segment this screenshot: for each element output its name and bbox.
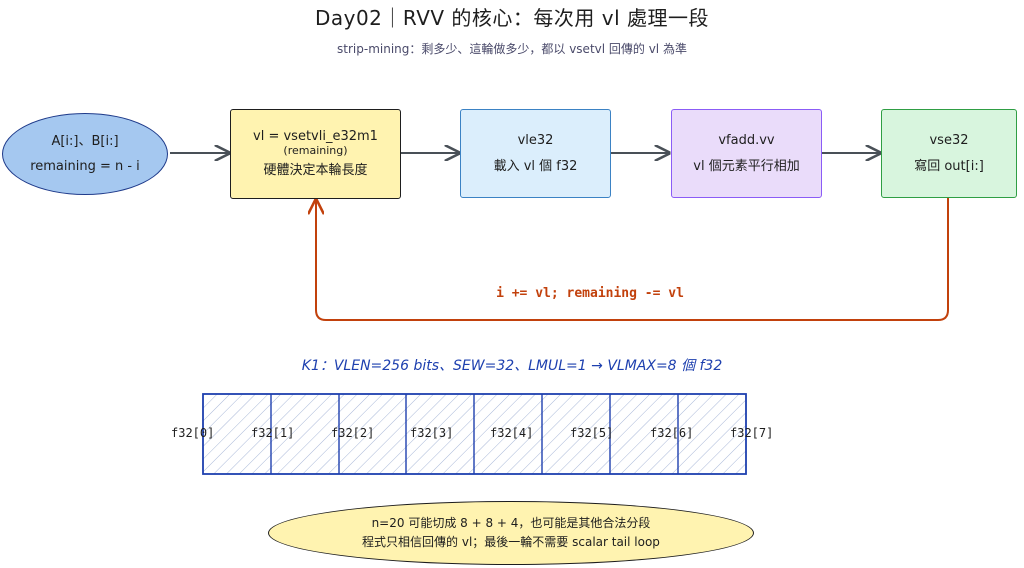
vsetvl-arg: (remaining): [283, 143, 348, 157]
lane-label: f32[0]: [171, 426, 215, 440]
note-line1: n=20 可能切成 8 + 8 + 4，也可能是其他合法分段: [371, 515, 651, 530]
lane-label: f32[5]: [570, 426, 614, 440]
vsetvl-desc: 硬體決定本輪長度: [263, 163, 368, 179]
vle32-box: vle32 載入 vl 個 f32: [460, 109, 611, 198]
note-ellipse: n=20 可能切成 8 + 8 + 4，也可能是其他合法分段 程式只相信回傳的 …: [268, 501, 754, 565]
loop-update-label: i += vl; remaining -= vl: [496, 286, 684, 301]
start-line2: remaining = n - i: [30, 159, 140, 174]
vfadd-op: vfadd.vv: [718, 132, 775, 148]
diagram-title: Day02｜RVV 的核心：每次用 vl 處理一段: [314, 6, 710, 30]
vfadd-desc: vl 個元素平行相加: [693, 158, 800, 174]
k1-config-label: K1：VLEN=256 bits、SEW=32、LMUL=1 → VLMAX=8…: [301, 358, 723, 374]
lane-label: f32[1]: [251, 426, 295, 440]
lane-label: f32[2]: [331, 426, 375, 440]
vsetvl-box: vl = vsetvli_e32m1 (remaining) 硬體決定本輪長度: [230, 109, 401, 199]
vfadd-box: vfadd.vv vl 個元素平行相加: [671, 109, 822, 198]
lane-label: f32[4]: [490, 426, 534, 440]
diagram-subtitle: strip-mining：剩多少、這輪做多少，都以 vsetvl 回傳的 vl …: [337, 42, 687, 56]
vse32-op: vse32: [929, 132, 969, 148]
lane-label: f32[3]: [410, 426, 454, 440]
vse32-desc: 寫回 out[i:]: [914, 158, 984, 174]
lane-label: f32[7]: [730, 426, 774, 440]
note-line2: 程式只相信回傳的 vl；最後一輪不需要 scalar tail loop: [362, 535, 660, 549]
start-ellipse: A[i:]、B[i:] remaining = n - i: [2, 113, 168, 195]
vsetvl-call: vl = vsetvli_e32m1: [253, 129, 378, 145]
loop-back-arrow: [316, 198, 949, 321]
start-line1: A[i:]、B[i:]: [51, 133, 119, 149]
vse32-box: vse32 寫回 out[i:]: [881, 109, 1017, 198]
vle32-op: vle32: [517, 132, 554, 148]
vle32-desc: 載入 vl 個 f32: [493, 158, 578, 174]
lane-label: f32[6]: [650, 426, 694, 440]
